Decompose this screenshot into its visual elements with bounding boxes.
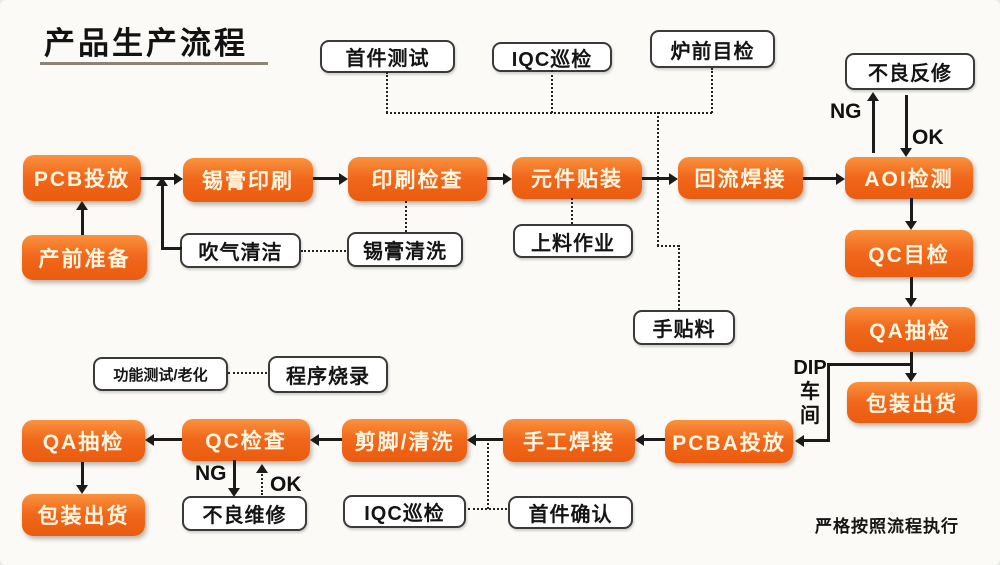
node-qc-visual: QC目检: [845, 230, 973, 277]
node-first-confirm: 首件确认: [508, 496, 633, 529]
page-title: 产品生产流程: [44, 26, 248, 61]
dotted-printinspect-to-pasteclean: [405, 201, 407, 232]
node-first-article-test: 首件测试: [320, 40, 455, 73]
arrow-reflow-to-aoi: [803, 177, 836, 180]
arrow-inspect-to-place: [487, 177, 503, 180]
arrowhead-handsolder-to-trim: [467, 434, 476, 446]
arrowhead-aoi-ng-up: [867, 92, 879, 101]
arrowhead-airblow-up: [156, 177, 168, 186]
arrow-qcvisual-to-qa: [910, 277, 913, 299]
node-print-inspect: 印刷检查: [348, 157, 487, 201]
node-component-place: 元件贴装: [512, 157, 642, 199]
arrow-repair-ok-up: [261, 471, 263, 495]
arrow-qc-ng-down: [233, 460, 236, 489]
node-material-loading: 上料作业: [513, 224, 633, 258]
node-defect-rework: 不良反修: [845, 53, 975, 90]
arrowhead-aoi-to-qcvisual: [905, 221, 917, 230]
label-dip-line1: DIP: [793, 357, 827, 379]
footer-note: 严格按照流程执行: [815, 517, 959, 536]
node-hand-place: 手贴料: [633, 310, 735, 345]
line-airblow-stub: [161, 247, 182, 250]
arrowhead-reflow-to-aoi: [836, 173, 845, 185]
node-aoi-inspect: AOI检测: [845, 157, 973, 199]
node-iqc-patrol-bottom: IQC巡检: [343, 495, 466, 528]
arrow-aoi-ng-up: [872, 100, 875, 153]
arrowhead-qa-to-packing: [905, 373, 917, 382]
dotted-functest-to-programming: [228, 372, 267, 374]
node-trim-clean: 剪脚/清洗: [342, 419, 467, 462]
arrow-aoi-to-qcvisual: [910, 198, 913, 223]
dotted-bus-drop: [657, 112, 659, 246]
dotted-top-bus: [386, 112, 712, 114]
arrowhead-preprod-to-pcb: [76, 201, 88, 210]
arrow-qa-to-packing-bottom: [81, 462, 84, 486]
dotted-airblow-to-pasteclean: [301, 250, 346, 252]
node-solder-paste-print: 锡膏印刷: [183, 158, 313, 202]
node-paste-clean: 锡膏清洗: [347, 232, 463, 267]
node-qa-sampling-right: QA抽检: [845, 307, 975, 352]
node-function-test-aging: 功能测试/老化: [93, 357, 228, 391]
node-qc-inspect: QC检查: [182, 419, 310, 461]
line-dip-branch-bottom: [804, 439, 830, 442]
arrowhead-pcba-to-handsolder: [635, 434, 644, 446]
arrow-trim-to-qcinspect: [319, 438, 342, 441]
node-reflow-solder: 回流焊接: [678, 157, 803, 199]
dotted-riser-to-handsolder-arrow: [487, 443, 489, 509]
label-dip-line2: 车: [800, 381, 820, 403]
arrowhead-rework-ok-down: [900, 148, 912, 157]
line-dip-branch-top: [827, 363, 912, 366]
dotted-iqcbottom-to-firstconfirm: [468, 508, 507, 510]
arrowhead-paste-to-inspect: [339, 173, 348, 185]
node-pre-production: 产前准备: [22, 235, 147, 280]
arrow-place-to-reflow: [642, 177, 669, 180]
dotted-iqctop-drop: [551, 70, 553, 113]
node-qa-sampling-bottom: QA抽检: [22, 420, 145, 462]
label-ng-top: NG: [830, 100, 862, 123]
node-pcb-feed: PCB投放: [23, 155, 141, 201]
node-pcba-feed: PCBA投放: [665, 420, 793, 463]
node-packing-bottom: 包装出货: [22, 494, 145, 536]
dotted-place-to-loading: [571, 198, 573, 224]
label-ok-bottom: OK: [270, 473, 302, 496]
node-air-blow-clean: 吹气清洁: [180, 233, 301, 268]
arrowhead-pcb-to-paste: [174, 173, 183, 185]
node-hand-solder: 手工焊接: [503, 419, 635, 462]
title-underline: [40, 62, 268, 65]
arrow-rework-ok-down: [905, 95, 908, 149]
arrow-paste-to-inspect: [313, 177, 339, 180]
node-defect-repair: 不良维修: [182, 496, 307, 531]
dotted-firsttest-drop: [386, 72, 388, 113]
label-dip-line3: 间: [800, 405, 820, 427]
arrowhead-dip-to-pcba: [795, 435, 804, 447]
node-furnace-visual-inspect: 炉前目检: [650, 30, 775, 68]
label-ok-top: OK: [912, 126, 944, 149]
arrowhead-qa-to-packing-bottom: [76, 485, 88, 494]
arrowhead-qc-ng-down: [228, 488, 240, 497]
label-ng-bottom: NG: [195, 462, 227, 485]
line-airblow-riser: [161, 184, 164, 250]
dotted-furnace-drop: [711, 68, 713, 113]
dotted-bus-jog: [657, 245, 679, 247]
arrowhead-qcvisual-to-qa: [905, 298, 917, 307]
arrowhead-inspect-to-place: [503, 173, 512, 185]
node-programming: 程序烧录: [268, 356, 388, 393]
arrow-pcba-to-handsolder: [644, 438, 665, 441]
arrow-handsolder-to-trim: [476, 438, 503, 441]
arrowhead-repair-ok-up: [256, 464, 268, 473]
arrowhead-qcinspect-to-qa: [145, 434, 154, 446]
arrowhead-trim-to-qcinspect: [310, 434, 319, 446]
node-iqc-patrol-top: IQC巡检: [492, 42, 612, 72]
arrow-qcinspect-to-qa: [154, 438, 182, 441]
label-dip-workshop: DIP 车 间: [791, 356, 829, 428]
dotted-to-handplace: [678, 245, 680, 310]
node-packing-right: 包装出货: [847, 382, 977, 423]
arrow-preprod-to-pcb: [81, 210, 84, 235]
line-dip-branch-vert: [827, 363, 830, 442]
arrowhead-place-to-reflow: [669, 173, 678, 185]
